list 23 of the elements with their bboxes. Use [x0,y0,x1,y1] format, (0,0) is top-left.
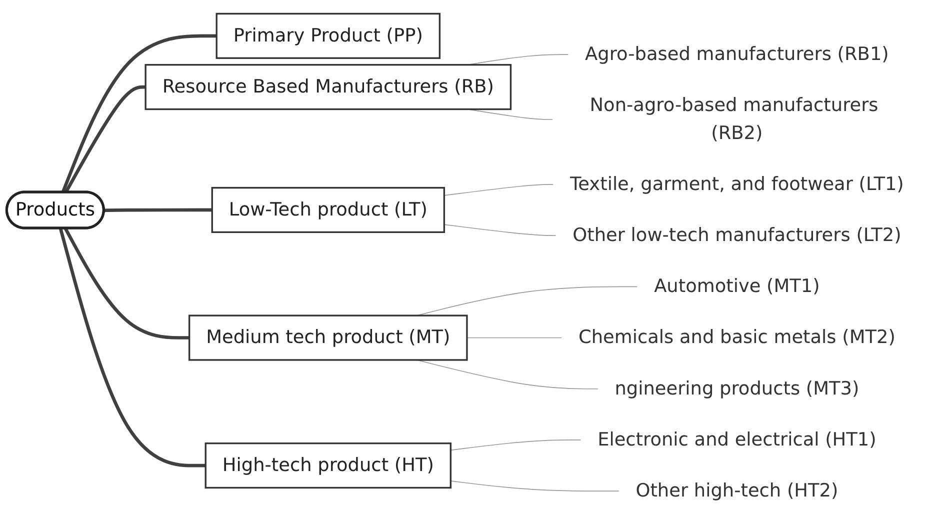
connector [58,228,206,468]
node-text: ngineering products (MT3) [614,378,860,400]
node-text: Agro-based manufacturers (RB1) [585,44,889,66]
node-box: Medium tech product (MT) [188,314,468,361]
node-box: Low-Tech product (LT) [211,186,446,234]
node-text: Textile, garment, and footwear (LT1) [570,174,904,195]
node-text: Chemicals and basic metals (MT2) [578,327,896,348]
connector [450,480,620,492]
connector [61,34,217,193]
node-text: Electronic and electrical (HT1) [598,430,876,450]
connector [444,224,556,236]
node-text: Other low-tech manufacturers (LT2) [572,225,902,246]
node-text: Automotive (MT1) [654,276,820,298]
node-text: Other high-tech (HT2) [636,480,838,502]
connector [466,337,562,338]
node-box: High-tech product (HT) [204,442,452,489]
node-box: Resource Based Manufacturers (RB) [144,64,512,110]
node-box: Primary Product (PP) [216,12,441,59]
connector [64,228,190,340]
connector [450,440,582,451]
connector [444,184,554,196]
connector [104,208,212,212]
node-text: Non-agro-based manufacturers (RB2) [590,95,878,144]
